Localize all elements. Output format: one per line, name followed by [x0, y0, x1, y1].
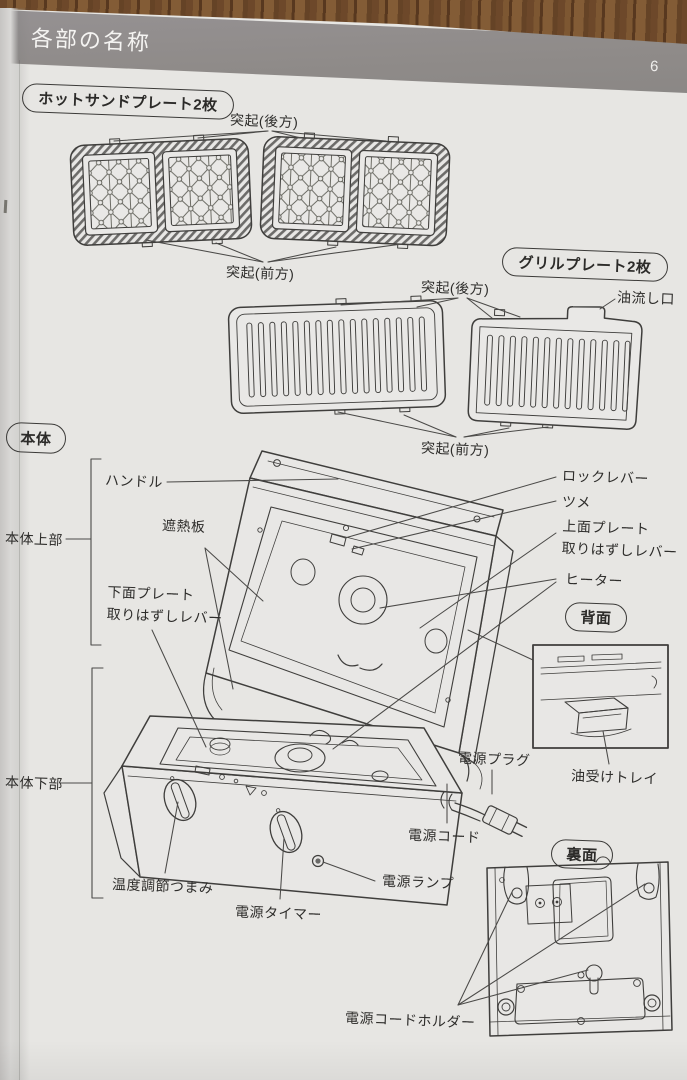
label-power-lamp: 電源ランプ: [381, 872, 455, 892]
badge-main-body: 本体: [5, 421, 67, 455]
photo-shadow: [0, 1040, 687, 1080]
label-lower-plate-lever-line2: 取りはずしレバー: [106, 605, 223, 626]
label-temp-knob: 温度調節つまみ: [111, 876, 214, 896]
label-lower-plate-lever: 下面プレート 取りはずしレバー: [106, 582, 224, 630]
label-power-cord: 電源コード: [407, 826, 481, 846]
hotsand-plate-right: [259, 132, 451, 249]
label-lock-lever: ロックレバー: [561, 467, 650, 487]
label-handle: ハンドル: [104, 471, 164, 491]
label-claw: ツメ: [561, 493, 592, 511]
label-power-timer: 電源タイマー: [234, 903, 323, 923]
body-base: [103, 715, 463, 906]
badge-back-view: 背面: [564, 601, 628, 634]
body-lid: [203, 450, 514, 790]
label-upper-plate-lever: 上面プレート 取りはずしレバー: [561, 516, 679, 564]
label-oil-drain: 油流し口: [616, 288, 676, 308]
label-heater: ヒーター: [564, 570, 624, 590]
label-hotsand-protrusion-front: 突起(前方): [225, 263, 295, 283]
label-grill-protrusion-front: 突起(前方): [420, 439, 490, 459]
page-fold-shadow: [0, 8, 30, 1080]
back-view-inset: [467, 629, 669, 749]
bottom-view-drawing: [486, 856, 673, 1037]
power-cord-drawing: [440, 791, 528, 838]
grill-plate-left: [227, 295, 447, 415]
label-grill-protrusion-rear: 突起(後方): [420, 278, 490, 298]
label-lower-section: 本体下部: [4, 773, 64, 793]
page-fold-line: [19, 60, 20, 1080]
label-hotsand-protrusion-rear: 突起(後方): [229, 111, 299, 131]
label-upper-section: 本体上部: [4, 529, 64, 549]
hotsand-plate-left: [69, 134, 253, 248]
label-oil-tray: 油受けトレイ: [570, 767, 659, 787]
label-upper-plate-lever-line2: 取りはずしレバー: [561, 539, 678, 560]
grill-plate-right: [467, 306, 643, 430]
badge-bottom-view: 裏面: [550, 838, 614, 871]
label-heat-shield: 遮熱板: [161, 517, 206, 535]
label-power-plug: 電源プラグ: [457, 749, 531, 769]
